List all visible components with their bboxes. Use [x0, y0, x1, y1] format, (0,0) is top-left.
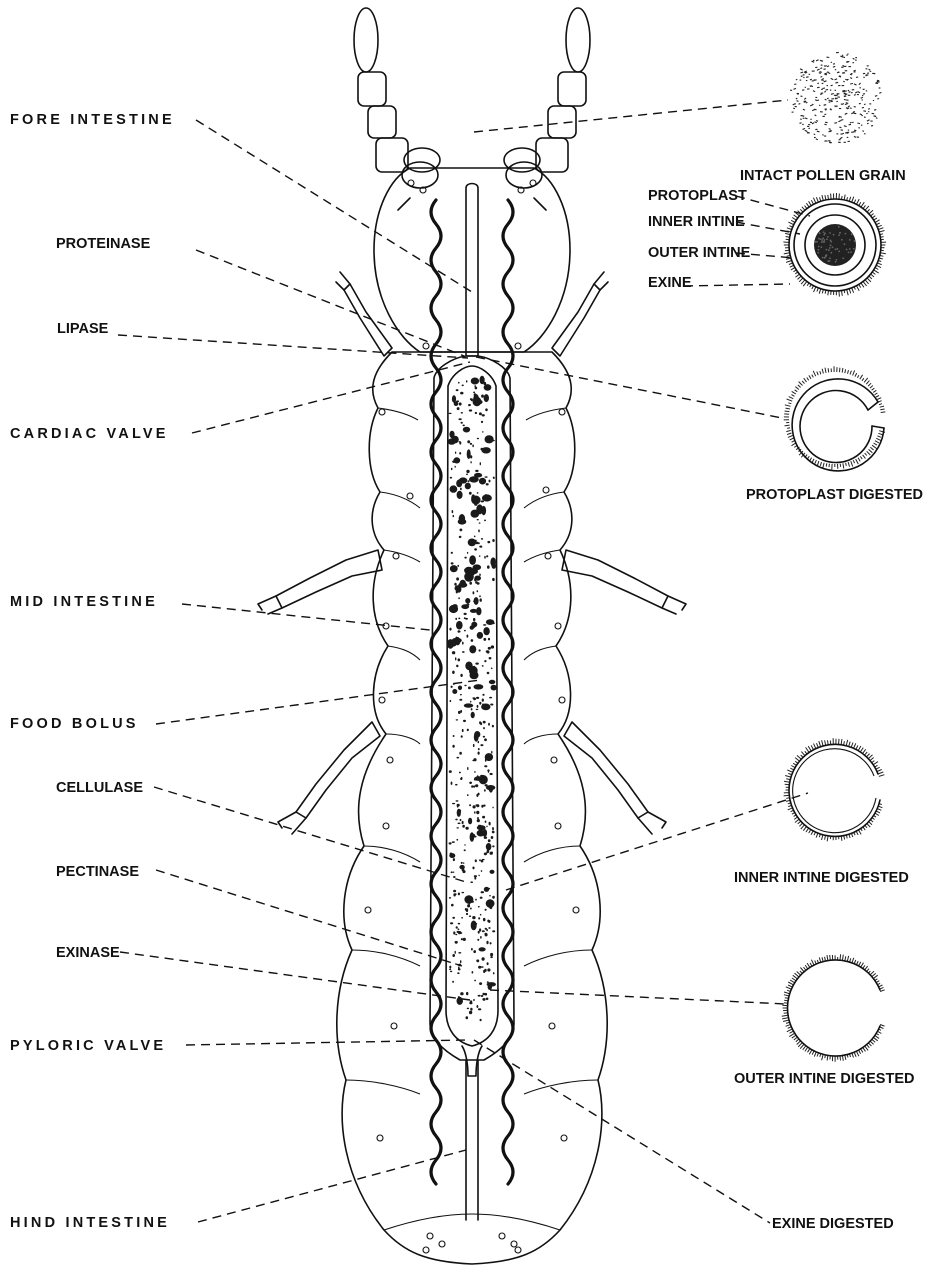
- label-exine-digested: EXINE DIGESTED: [772, 1216, 894, 1232]
- leader-pectinase: [156, 870, 462, 966]
- digestive-tract: [430, 184, 514, 1221]
- fore-intestine-tube: [466, 184, 478, 357]
- labels-left: FORE INTESTINE PROTEINASE LIPASE CARDIAC…: [10, 112, 175, 1231]
- head: [374, 162, 570, 352]
- label-cardiac-valve: CARDIAC VALVE: [10, 426, 169, 442]
- leader-intact-pollen: [474, 100, 788, 132]
- intact-pollen-grain-icon: [789, 52, 881, 144]
- pollen-cross-section-icon: [783, 193, 886, 297]
- hind-intestine-tube: [466, 1060, 478, 1220]
- label-exine: EXINE: [648, 275, 692, 291]
- leg-hind-right: [564, 722, 666, 834]
- label-inner-intine: INNER INTINE: [648, 214, 745, 230]
- leader-protoplast-digested: [476, 357, 782, 418]
- label-hind-intestine: HIND INTESTINE: [10, 1215, 170, 1231]
- label-protoplast-digested: PROTOPLAST DIGESTED: [746, 487, 923, 503]
- leader-exine-digested: [474, 1040, 770, 1223]
- leader-lipase: [118, 335, 468, 358]
- label-lipase: LIPASE: [57, 321, 109, 337]
- leader-lines: [118, 100, 810, 1223]
- inner-intine-digested-icon: [784, 738, 885, 841]
- label-pyloric-valve: PYLORIC VALVE: [10, 1038, 166, 1054]
- leader-hind-intestine: [198, 1150, 466, 1222]
- label-fore-intestine: FORE INTESTINE: [10, 112, 175, 128]
- label-inner-intine-digested: INNER INTINE DIGESTED: [734, 870, 909, 886]
- leader-exine: [684, 284, 790, 286]
- leg-front-right: [552, 272, 608, 356]
- leader-cardiac-valve: [192, 362, 470, 433]
- label-proteinase: PROTEINASE: [56, 236, 151, 252]
- leader-outer-intine-digested: [490, 990, 786, 1004]
- label-intact-pollen-grain: INTACT POLLEN GRAIN: [740, 168, 906, 184]
- leg-middle-left: [258, 550, 382, 614]
- leg-hind-left: [278, 722, 380, 834]
- lateral-wavy-bands: [431, 200, 513, 1184]
- protoplast-digested-icon: [784, 366, 886, 471]
- label-exinase: EXINASE: [56, 945, 120, 961]
- label-outer-intine-digested: OUTER INTINE DIGESTED: [734, 1071, 914, 1087]
- leg-middle-right: [562, 550, 686, 614]
- label-cellulase: CELLULASE: [56, 780, 143, 796]
- label-protoplast: PROTOPLAST: [648, 188, 747, 204]
- label-pectinase: PECTINASE: [56, 864, 139, 880]
- leader-exinase: [120, 952, 470, 1000]
- pyloric-neck: [462, 1046, 482, 1076]
- antenna-right: [504, 8, 590, 172]
- insect-body-illustration: [258, 8, 686, 1264]
- leader-pyloric-valve: [186, 1040, 468, 1045]
- outer-intine-digested-icon: [782, 954, 885, 1061]
- pollen-grains: [782, 52, 886, 1062]
- label-outer-intine: OUTER INTINE: [648, 245, 751, 261]
- labels-right: INTACT POLLEN GRAIN PROTOPLAST INNER INT…: [648, 168, 923, 1232]
- label-food-bolus: FOOD BOLUS: [10, 716, 139, 732]
- leader-protoplast: [736, 196, 810, 216]
- antenna-left: [354, 8, 440, 172]
- leader-cellulase: [154, 787, 466, 882]
- mid-intestine-wall: [430, 356, 514, 1060]
- label-mid-intestine: MID INTESTINE: [10, 594, 158, 610]
- leader-mid-intestine: [182, 604, 430, 630]
- body-segments: [337, 352, 607, 1264]
- food-bolus-stipple: [447, 376, 497, 1022]
- leg-front-left: [336, 272, 392, 356]
- leader-proteinase: [196, 250, 464, 356]
